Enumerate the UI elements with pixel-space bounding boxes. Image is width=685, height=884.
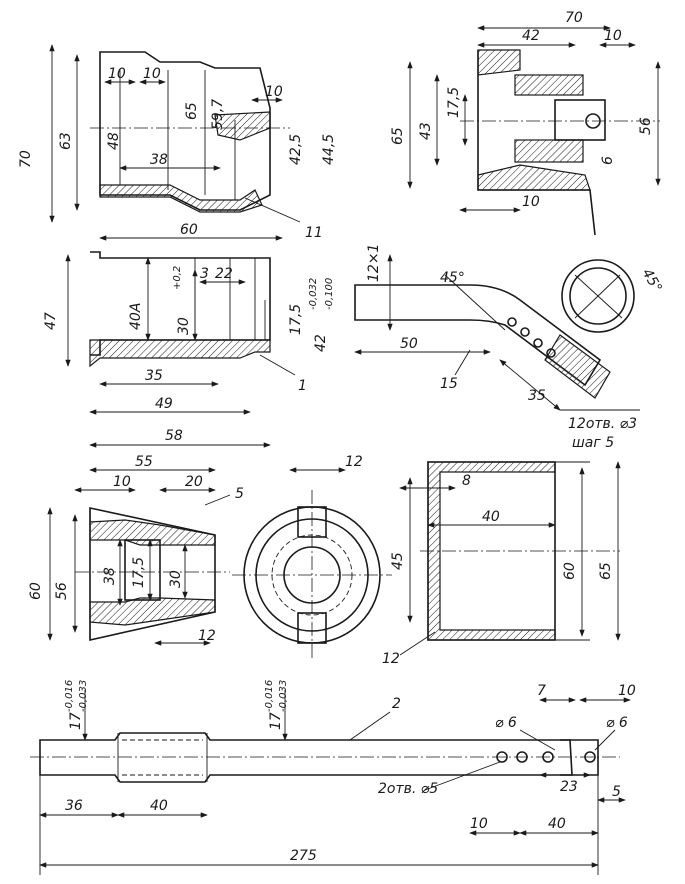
bearing-dim-42: 42 — [522, 28, 540, 44]
part-5-dim-10: 10 — [113, 474, 131, 490]
bearing-dim-10-bottom: 10 — [522, 194, 540, 210]
part-15-pitch-note: шаг 5 — [572, 435, 614, 451]
part-12-dim-40: 40 — [482, 509, 500, 525]
part-12-dim-65: 65 — [598, 562, 614, 580]
part-5-dim-12: 12 — [198, 628, 216, 644]
shaft-tol-mid-up: -0,016 — [264, 680, 275, 712]
shaft-dim-40-left: 40 — [150, 798, 168, 814]
part-1-dim-40A: 40A — [128, 303, 144, 330]
part-1-dim-30: 30 — [176, 317, 192, 335]
part-11-dim-38: 38 — [150, 152, 168, 168]
part-15-view: 12×1 45° 50 35 45° 15 12отв. ⌀3 шаг 5 — [354, 244, 665, 451]
ring-end-view: 12 — [232, 454, 392, 660]
part-11-dim-59-7: 59,7 — [210, 99, 226, 130]
part-1-tol-30: +0,2 — [172, 266, 183, 290]
shaft-hole-d6-left: ⌀ 6 — [495, 715, 517, 731]
part-11-dim-44-5: 44,5 — [321, 134, 337, 165]
part-12-label: 12 — [382, 651, 400, 667]
part-11-dim-10c: 10 — [265, 84, 283, 100]
part-1-dim-49: 49 — [155, 396, 173, 412]
part-5-view: 55 10 20 60 56 38 17,5 30 12 5 — [28, 454, 244, 646]
ring-dim-12: 12 — [345, 454, 363, 470]
part-15-holes-note: 12отв. ⌀3 — [568, 416, 637, 432]
part-11-view: 70 63 48 65 59,7 42,5 44,5 10 10 10 38 6… — [18, 44, 337, 241]
shaft-tol-left-dia: 17 — [68, 712, 84, 730]
bearing-assembly-view: 70 42 10 65 43 17,5 56 6 10 — [390, 10, 661, 236]
shaft-dim-40-right: 40 — [548, 816, 566, 832]
part-11-dim-10b: 10 — [143, 66, 161, 82]
part-1-tol-42-dn: -0,100 — [324, 278, 335, 310]
part-1-dim-47: 47 — [43, 312, 59, 330]
shaft-dim-23: 23 — [560, 779, 578, 795]
part-1-view: 47 40A 30 +0,2 3 22 17,5 42 -0,032 -0,10… — [43, 251, 335, 448]
part-5-dim-20: 20 — [185, 474, 203, 490]
part-5-label: 5 — [235, 486, 244, 502]
shaft-tol-left-dn: -0,033 — [78, 680, 89, 712]
part-15-dim-35: 35 — [528, 388, 546, 404]
part-11-dim-60: 60 — [180, 222, 198, 238]
shaft-dim-10-top: 10 — [618, 683, 636, 699]
shaft-tol-left-up: -0,016 — [64, 680, 75, 712]
shaft-dim-275: 275 — [290, 848, 317, 864]
bearing-dim-65: 65 — [390, 127, 406, 145]
part-11-dim-42-5: 42,5 — [288, 134, 304, 165]
bearing-dim-70: 70 — [565, 10, 583, 26]
bearing-dim-10-top: 10 — [604, 28, 622, 44]
part-15-dim-50: 50 — [400, 336, 418, 352]
part-1-tol-42-up: -0,032 — [308, 278, 319, 310]
part-5-dim-56: 56 — [54, 582, 70, 600]
bearing-dim-43: 43 — [418, 122, 434, 140]
bearing-dim-56: 56 — [638, 117, 654, 135]
part-11-dim-48: 48 — [106, 132, 122, 150]
part-11-dim-65: 65 — [184, 102, 200, 120]
part-12-dim-60: 60 — [562, 562, 578, 580]
part-11-dim-70: 70 — [18, 150, 34, 168]
shaft-label: 2 — [392, 696, 401, 712]
part-12-dim-45: 45 — [390, 552, 406, 570]
part-12-dim-8: 8 — [462, 473, 471, 489]
part-11-dim-10a: 10 — [108, 66, 126, 82]
part-11-dim-63: 63 — [58, 132, 74, 150]
part-1-dim-22: 22 — [215, 266, 233, 282]
part-1-label: 1 — [298, 378, 307, 394]
part-5-dim-38: 38 — [102, 567, 118, 585]
shaft-dim-5: 5 — [612, 784, 621, 800]
shaft-hole-d6-right: ⌀ 6 — [606, 715, 628, 731]
part-1-dim-35: 35 — [145, 368, 163, 384]
part-1-dim-42: 42 — [313, 334, 329, 352]
shaft-2-view: 17 -0,016 -0,033 17 -0,016 -0,033 2 ⌀ 6 … — [30, 680, 636, 875]
shaft-tol-mid-dia: 17 — [268, 712, 284, 730]
part-12-view: 8 40 45 60 65 12 — [382, 461, 621, 667]
part-1-dim-58: 58 — [165, 428, 183, 444]
part-15-angle-45-ring: 45° — [639, 266, 665, 296]
part-5-dim-60: 60 — [28, 582, 44, 600]
part-15-dim-12x1: 12×1 — [366, 244, 382, 282]
shaft-dim-7: 7 — [537, 683, 546, 699]
shaft-holes-note: 2отв. ⌀5 — [378, 781, 438, 797]
part-11-label: 11 — [305, 225, 323, 241]
bearing-dim-6: 6 — [600, 156, 616, 165]
part-1-dim-3: 3 — [200, 266, 209, 282]
bearing-dim-17-5: 17,5 — [446, 87, 462, 118]
part-5-dim-17-5: 17,5 — [131, 557, 147, 588]
part-5-dim-30: 30 — [168, 570, 184, 588]
shaft-dim-36: 36 — [65, 798, 83, 814]
shaft-dim-10-bottom: 10 — [470, 816, 488, 832]
part-15-label: 15 — [440, 376, 458, 392]
part-1-dim-17-5: 17,5 — [288, 304, 304, 335]
shaft-tol-mid-dn: -0,033 — [278, 680, 289, 712]
part-5-dim-55: 55 — [135, 454, 153, 470]
part-15-angle-45: 45° — [440, 270, 465, 286]
